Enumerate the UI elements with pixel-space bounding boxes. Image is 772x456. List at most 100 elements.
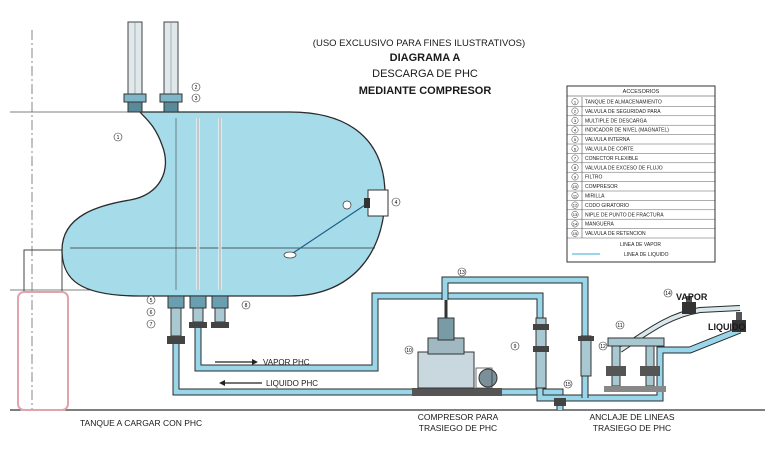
- legend-number-circle: [571, 173, 579, 181]
- callout-5: 5: [146, 295, 156, 305]
- bottom-valve-mid: [189, 295, 207, 328]
- svg-text:10: 10: [406, 348, 412, 354]
- liquid-arrowhead: [219, 380, 225, 386]
- compresor-label-1: COMPRESOR PARA: [418, 412, 499, 422]
- svg-text:15: 15: [565, 382, 571, 388]
- level-float: [283, 251, 297, 259]
- svg-text:12: 12: [600, 344, 606, 350]
- vapor-end-valve: [682, 296, 696, 314]
- legend-number-circle: [571, 192, 579, 200]
- legend-label: COMPRESOR: [585, 184, 618, 190]
- diagram-title: DIAGRAMA A: [390, 52, 461, 64]
- legend-label: NIPLE DE PUNTO DE FRACTURA: [585, 212, 664, 218]
- legend-number: 10: [573, 184, 578, 189]
- legend-number: 7: [574, 156, 577, 161]
- legend-number: 4: [574, 128, 577, 133]
- legend-row: 1 TANQUE DE ALMACENAMIENTO: [567, 98, 715, 107]
- disclaimer: (USO EXCLUSIVO PARA FINES ILUSTRATIVOS): [313, 38, 525, 49]
- legend-number-circle: [571, 126, 579, 134]
- legend-number: 5: [574, 137, 577, 142]
- sight-glass: [578, 335, 594, 377]
- legend-row: 8 VALVULA DE EXCESO DE FLUJO: [567, 164, 715, 173]
- svg-text:13: 13: [459, 270, 465, 276]
- legend-number-circle: [571, 154, 579, 162]
- manifold-pipe: [600, 326, 742, 402]
- vapor-pipe: [194, 292, 600, 402]
- svg-text:14: 14: [665, 291, 671, 297]
- legend-label: MIRILLA: [585, 194, 605, 200]
- compresor-label-2: TRASIEGO DE PHC: [419, 423, 497, 433]
- legend-number: 12: [573, 203, 578, 208]
- vapor-phc-label: VAPOR PHC: [263, 358, 310, 367]
- legend-number: 8: [574, 165, 577, 170]
- legend-row: 7 CONECTOR FLEXIBLE: [567, 154, 715, 164]
- compressor: [412, 300, 502, 396]
- legend-number-circle: [571, 117, 579, 124]
- vapor-label: VAPOR: [676, 292, 708, 302]
- ground-valve: [554, 398, 566, 406]
- level-gauge-flange: [364, 198, 370, 208]
- callout-13: 13: [457, 267, 467, 277]
- legend-row: 15 VALVULA DE RETENCION: [567, 229, 715, 239]
- safety-valve-right: [159, 21, 183, 113]
- svg-text:8: 8: [245, 303, 248, 309]
- svg-text:2: 2: [195, 85, 198, 91]
- callout-14: 14: [663, 288, 673, 298]
- legend-label: VALVULA DE EXCESO DE FLUJO: [585, 165, 663, 171]
- legend-label: MANGUERA: [585, 222, 615, 228]
- svg-text:3: 3: [195, 96, 198, 102]
- legend-number: 2: [574, 109, 577, 114]
- svg-text:6: 6: [150, 310, 153, 316]
- legend-label: TANQUE DE ALMACENAMIENTO: [585, 100, 662, 106]
- bottom-valve-right: [211, 295, 229, 328]
- legend-row: 4 INDICADOR DE NIVEL (MAGNATEL): [567, 126, 715, 135]
- legend-number: 15: [573, 231, 578, 236]
- level-float-ball: [342, 200, 352, 210]
- callout-12: 12: [598, 341, 608, 351]
- callout-3: 3: [191, 93, 201, 103]
- svg-text:5: 5: [150, 298, 153, 304]
- callout-15: 15: [563, 379, 573, 389]
- legend-label: CONECTOR FLEXIBLE: [585, 156, 639, 162]
- safety-valve-left: [123, 21, 147, 113]
- legend-heading: ACCESORIOS: [623, 89, 660, 95]
- callout-8: 8: [241, 300, 251, 310]
- liquid-end-valve: [732, 312, 746, 332]
- legend-label: MULTIPLE DE DESCARGA: [585, 118, 648, 124]
- callout-2: 2: [191, 82, 201, 92]
- receiving-tank-body: [17, 291, 69, 411]
- anchor-structure: [604, 337, 666, 392]
- legend-number: 6: [574, 146, 577, 151]
- callout-10: 10: [404, 345, 414, 355]
- vapor-arrowhead: [252, 359, 258, 365]
- storage-tank: [61, 111, 386, 297]
- svg-text:9: 9: [514, 344, 517, 350]
- legend-number-circle: [571, 220, 579, 228]
- anclaje-label-2: TRASIEGO DE PHC: [593, 423, 671, 433]
- legend-label: FILTRO: [585, 175, 603, 181]
- callout-1: 1: [113, 132, 123, 142]
- legend-number-circle: [571, 182, 579, 190]
- legend-number-circle: [571, 211, 579, 218]
- liquido-phc-label: LIQUIDO PHC: [266, 379, 318, 388]
- callout-11: 11: [615, 320, 625, 330]
- svg-text:4: 4: [395, 200, 398, 206]
- level-float-arm: [289, 204, 366, 256]
- legend-number: 1: [574, 99, 577, 104]
- legend-label: VALVULA DE RETENCION: [585, 231, 646, 237]
- legend-label: INDICADOR DE NIVEL (MAGNATEL): [585, 128, 669, 134]
- bottom-valve-left: [167, 295, 185, 344]
- callout-6: 6: [146, 307, 156, 317]
- legend-number-circle: [571, 135, 579, 143]
- callout-7: 7: [146, 319, 156, 329]
- anclaje-label-1: ANCLAJE DE LINEAS: [589, 412, 674, 422]
- liquid-pipe: [172, 344, 564, 410]
- receiving-tank-top: [23, 249, 63, 293]
- legend-number-circle: [571, 201, 579, 209]
